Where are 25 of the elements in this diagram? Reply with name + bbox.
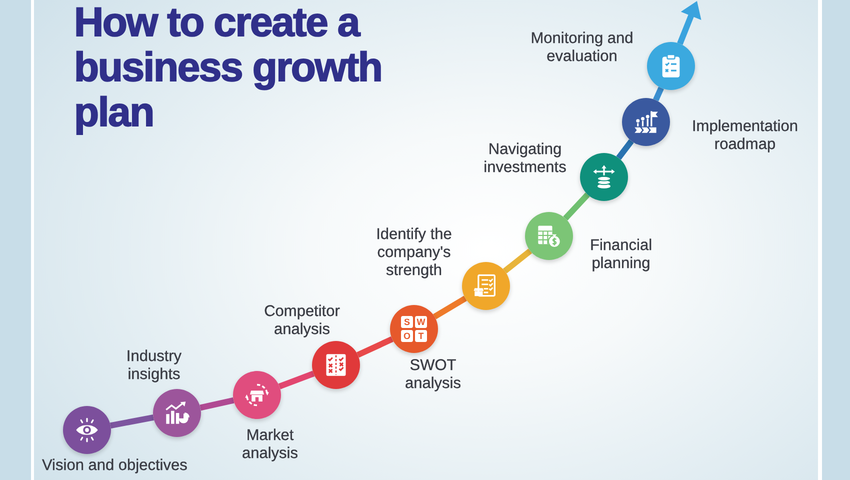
swot-letter: S	[401, 316, 413, 328]
step-label: Competitor analysis	[263, 303, 341, 339]
connector-line	[616, 139, 634, 160]
step-label: SWOT analysis	[404, 357, 462, 393]
swot-letter: T	[415, 330, 427, 342]
step-label: Market analysis	[241, 427, 299, 463]
step-label: Vision and objectives	[42, 457, 188, 475]
title: How to create a business growth plan	[74, 0, 383, 135]
swot-letter: O	[401, 330, 413, 342]
connector-line	[110, 414, 154, 428]
arrow	[677, 1, 702, 45]
step-label: Navigating investments	[482, 141, 568, 177]
swot-letter: W	[415, 316, 427, 328]
connector-line	[433, 296, 467, 320]
connector-line	[356, 336, 394, 358]
step-label: Financial planning	[588, 237, 654, 273]
connector-line	[278, 370, 315, 390]
connector-line	[200, 397, 234, 411]
step-label: Monitoring and evaluation	[530, 30, 634, 66]
step-label: Identify the company's strength	[375, 226, 453, 280]
connector-line	[653, 86, 664, 102]
step-label: Implementation roadmap	[691, 118, 799, 154]
step-label: Industry insights	[125, 348, 183, 384]
connector-line	[563, 192, 590, 220]
connector-line	[502, 248, 532, 274]
